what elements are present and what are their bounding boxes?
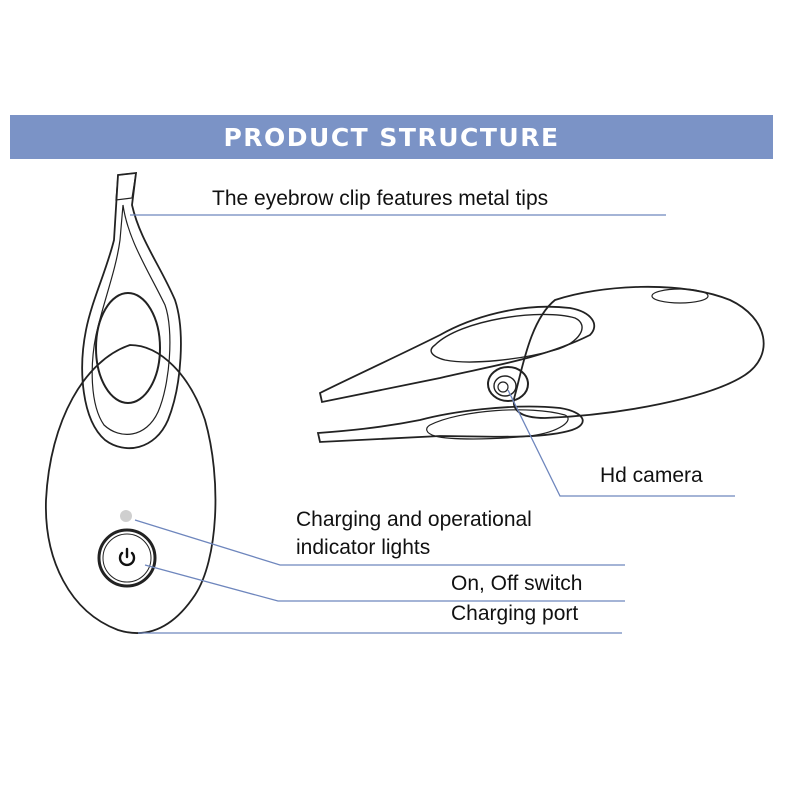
front-view [45, 171, 217, 634]
metal-tip [115, 172, 137, 201]
clip-arm [81, 171, 182, 449]
device-body [45, 344, 217, 634]
label-charging-port: Charging port [451, 602, 579, 625]
power-button[interactable] [97, 528, 157, 588]
upper-arm [318, 305, 596, 404]
camera-lens-icon [487, 366, 529, 402]
leader-switch [144, 564, 625, 602]
label-switch: On, Off switch [451, 572, 583, 595]
page-title: PRODUCT STRUCTURE [223, 122, 560, 152]
indicator-light-icon [120, 510, 132, 522]
upper-plate [430, 313, 583, 363]
oval-plate [95, 292, 161, 404]
label-indicator-line2: indicator lights [296, 536, 431, 559]
top-button [651, 288, 709, 304]
label-camera: Hd camera [600, 464, 703, 487]
leader-camera [507, 389, 735, 497]
side-view [316, 285, 765, 443]
leader-lines [130, 214, 735, 634]
clip-arm-inner [91, 204, 171, 435]
leader-indicator [134, 519, 625, 566]
lower-arm [316, 405, 584, 443]
header-banner: PRODUCT STRUCTURE [10, 115, 773, 159]
power-icon [118, 547, 136, 567]
label-indicator-line1: Charging and operational [296, 508, 532, 531]
label-metal-tips: The eyebrow clip features metal tips [212, 187, 549, 210]
